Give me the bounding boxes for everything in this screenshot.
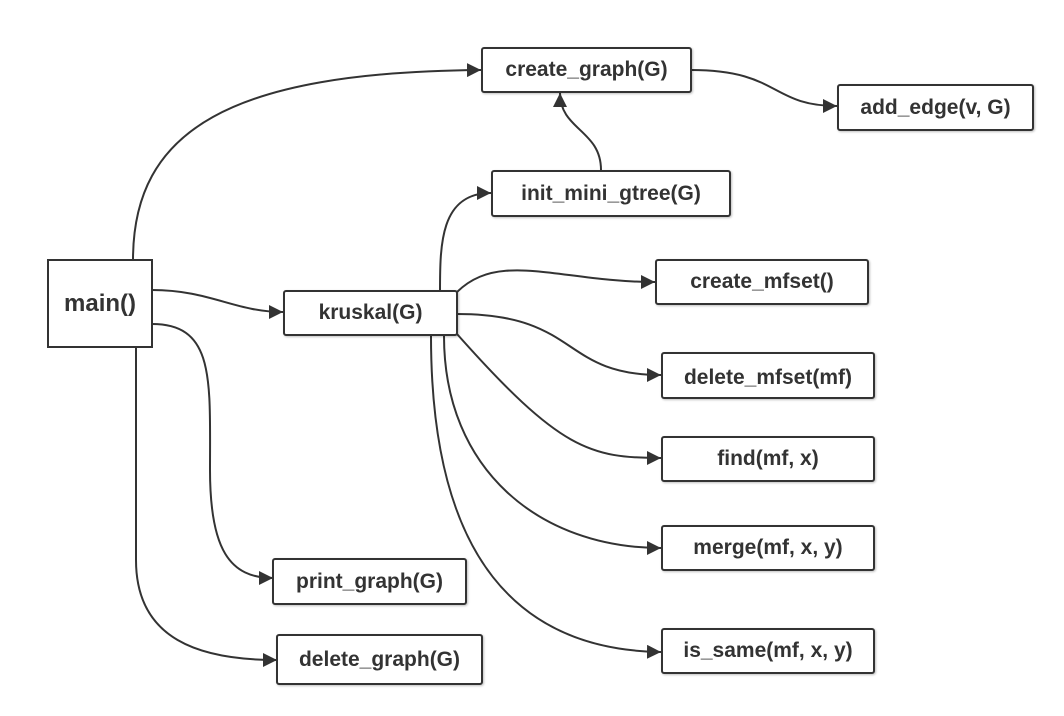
node-create-graph[interactable]: create_graph(G) [481,47,692,93]
edge-main-create-graph [132,63,482,261]
edge-main-delete-graph [135,347,278,667]
node-merge[interactable]: merge(mf, x, y) [661,525,875,571]
node-init-mini-gtree[interactable]: init_mini_gtree(G) [491,170,731,217]
edge-kruskal-is-same [430,335,662,659]
edge-kruskal-find [456,333,662,465]
edge-main-kruskal [151,289,284,319]
node-print-graph-label: print_graph(G) [296,569,443,593]
edge-init-mini-gtree-create-graph [553,92,602,171]
node-kruskal[interactable]: kruskal(G) [283,290,458,336]
node-add-edge-label: add_edge(v, G) [860,95,1011,119]
node-delete-mfset[interactable]: delete_mfset(mf) [661,352,875,399]
edge-kruskal-create-mfset [456,269,656,293]
node-main-label: main() [64,289,136,317]
node-create-graph-label: create_graph(G) [505,58,668,81]
node-find[interactable]: find(mf, x) [661,436,875,482]
edge-main-print-graph [151,323,274,585]
node-init-mini-gtree-label: init_mini_gtree(G) [521,181,701,205]
node-delete-mfset-label: delete_mfset(mf) [683,365,853,389]
node-main[interactable]: main() [47,259,153,348]
node-find-label: find(mf, x) [717,447,819,470]
node-print-graph[interactable]: print_graph(G) [272,558,467,605]
node-delete-graph-label: delete_graph(G) [298,647,461,671]
edge-create-graph-add-edge [690,69,838,113]
node-kruskal-label: kruskal(G) [318,301,423,324]
node-is-same-label: is_same(mf, x, y) [683,639,853,662]
edge-kruskal-merge [443,335,662,555]
node-delete-graph[interactable]: delete_graph(G) [276,634,483,685]
node-create-mfset[interactable]: create_mfset() [655,259,869,305]
edge-kruskal-init-mini-gtree [439,186,492,293]
node-is-same[interactable]: is_same(mf, x, y) [661,628,875,674]
node-create-mfset-label: create_mfset() [690,270,834,293]
node-merge-label: merge(mf, x, y) [693,536,843,559]
edge-kruskal-delete-mfset [456,313,662,382]
node-add-edge[interactable]: add_edge(v, G) [837,84,1034,131]
